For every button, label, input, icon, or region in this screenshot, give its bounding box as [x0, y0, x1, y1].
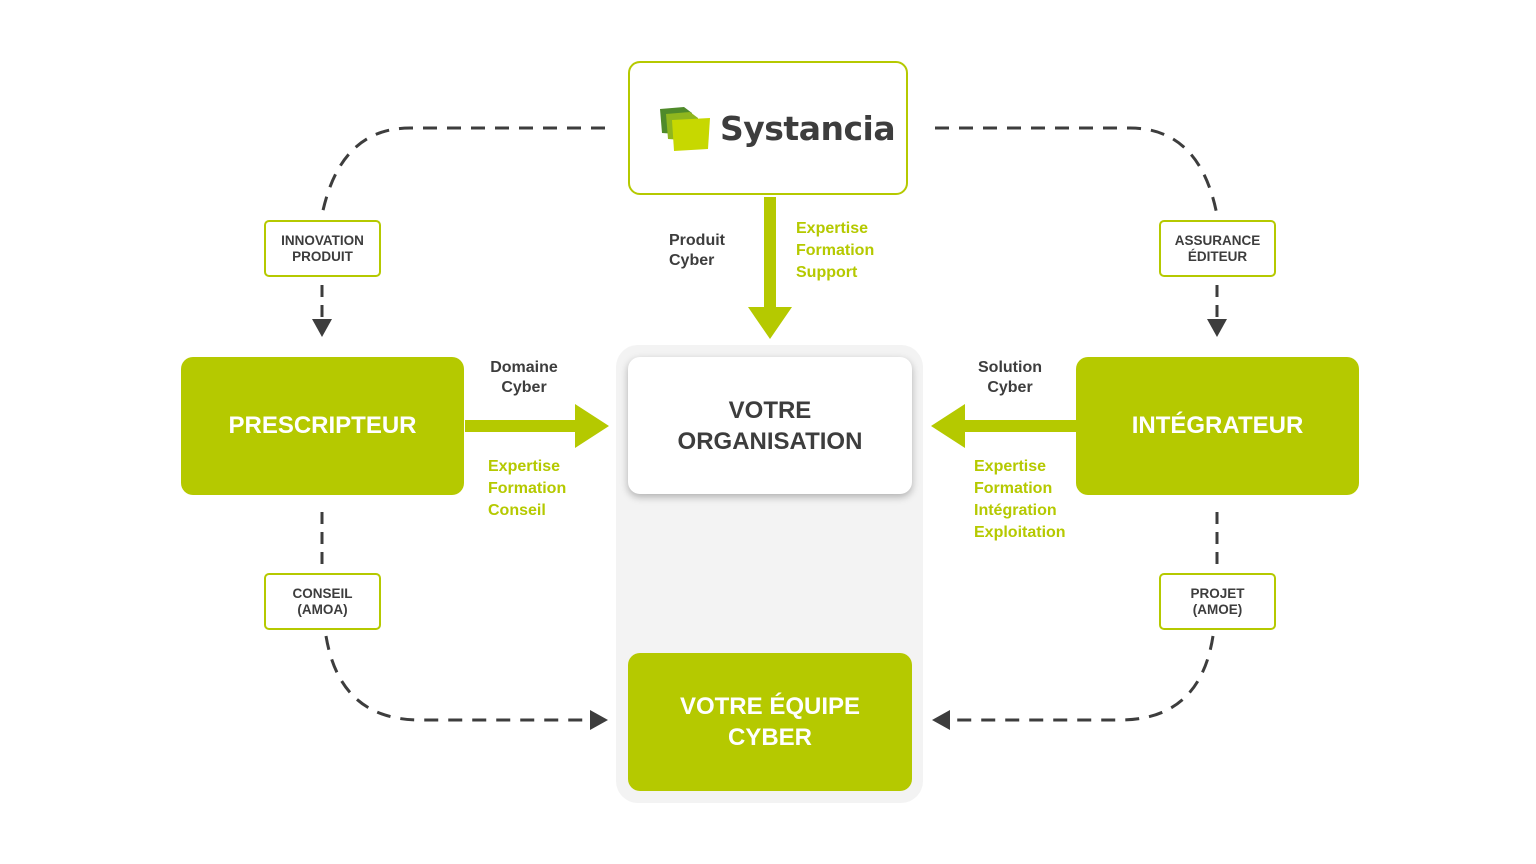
organisation-label-line2: ORGANISATION	[677, 427, 863, 455]
edge-label-formation: Formation	[796, 242, 875, 259]
edge-label-integration: Intégration	[974, 502, 1057, 519]
tag-projet-line2: (AMOE)	[1192, 601, 1243, 617]
edge-label-cyber: Cyber	[501, 379, 547, 396]
edge-label-cyber: Cyber	[669, 252, 715, 269]
equipe-label-line2: CYBER	[727, 724, 812, 751]
tag-innovation-line2: PRODUIT	[292, 248, 353, 264]
tag-conseil-line2: (AMOA)	[297, 601, 348, 617]
arrow-systancia-to-org-head	[748, 307, 792, 339]
systancia-folder-logo-icon	[660, 107, 710, 151]
arrow-integrateur-to-org-head	[931, 404, 965, 448]
tag-assurance-line2: ÉDITEUR	[1187, 248, 1248, 264]
dashed-line-conseil-to-equipe	[324, 635, 592, 722]
arrow-head-to-equipe-left	[590, 710, 608, 730]
dashed-line-systancia-to-assurance	[935, 126, 1219, 216]
edge-label-conseil: Conseil	[488, 502, 546, 519]
organisation-label-line1: VOTRE	[728, 396, 812, 424]
tag-conseil-line1: CONSEIL	[292, 585, 353, 601]
tag-projet-amoe: PROJET (AMOE)	[1159, 573, 1276, 630]
arrow-head-to-equipe-right	[932, 710, 950, 730]
edge-label-produit: Produit	[669, 232, 725, 249]
arrow-systancia-to-org-shaft	[764, 197, 776, 309]
edge-prescripteur-green-label: Expertise Formation Conseil	[488, 456, 566, 522]
tag-innovation-produit: INNOVATION PRODUIT	[264, 220, 381, 277]
edge-label-solution: Solution	[978, 359, 1042, 376]
equipe-cyber-node: VOTRE ÉQUIPE CYBER	[628, 653, 912, 791]
arrow-head-to-prescripteur	[312, 319, 332, 337]
edge-label-expertise: Expertise	[796, 220, 869, 237]
edge-integrateur-green-label: Expertise Formation Intégration Exploita…	[974, 456, 1066, 544]
arrow-prescripteur-to-org-head	[575, 404, 609, 448]
edge-systancia-dark-label: Produit Cyber	[669, 231, 725, 271]
edge-systancia-green-label: Expertise Formation Support	[796, 218, 874, 284]
edge-label-expertise: Expertise	[974, 458, 1047, 475]
integrateur-node: INTÉGRATEUR	[1076, 357, 1359, 495]
edge-prescripteur-dark-label: Domaine Cyber	[478, 358, 570, 398]
tag-assurance-line1: ASSURANCE	[1174, 232, 1261, 248]
edge-label-support: Support	[796, 264, 858, 281]
systancia-node: Systancia	[628, 61, 908, 195]
edge-label-exploitation: Exploitation	[974, 524, 1066, 541]
systancia-logo-text: Systancia	[720, 109, 896, 148]
edge-label-cyber: Cyber	[987, 379, 1033, 396]
arrow-integrateur-to-org-shaft	[963, 420, 1076, 432]
prescripteur-node: PRESCRIPTEUR	[181, 357, 464, 495]
edge-integrateur-dark-label: Solution Cyber	[966, 358, 1054, 398]
organisation-node: VOTRE ORGANISATION	[628, 357, 912, 494]
prescripteur-label: PRESCRIPTEUR	[228, 412, 417, 439]
tag-assurance-editeur: ASSURANCE ÉDITEUR	[1159, 220, 1276, 277]
edge-label-formation: Formation	[488, 480, 567, 497]
tag-conseil-amoa: CONSEIL (AMOA)	[264, 573, 381, 630]
edge-label-formation: Formation	[974, 480, 1053, 497]
arrow-prescripteur-to-org-shaft	[465, 420, 577, 432]
arrow-head-to-integrateur	[1207, 319, 1227, 337]
tag-innovation-line1: INNOVATION	[281, 232, 364, 248]
edge-label-expertise: Expertise	[488, 458, 561, 475]
equipe-label-line1: VOTRE ÉQUIPE	[679, 693, 861, 720]
integrateur-label: INTÉGRATEUR	[1131, 412, 1304, 439]
tag-projet-line1: PROJET	[1190, 585, 1245, 601]
dashed-line-systancia-to-innovation	[320, 126, 605, 216]
edge-label-domaine: Domaine	[490, 359, 558, 376]
dashed-line-projet-to-equipe	[948, 635, 1215, 722]
